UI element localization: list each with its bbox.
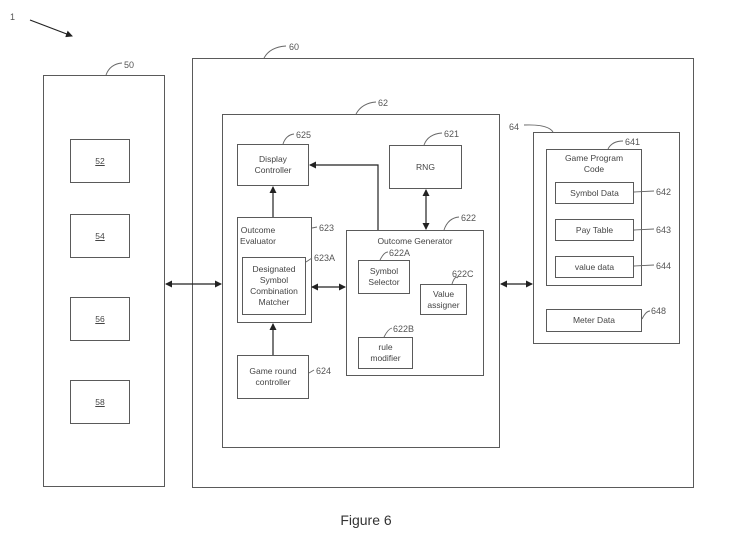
leader-64: [523, 124, 554, 133]
leader-642: [633, 190, 655, 193]
game-round-controller-label: Game round controller: [249, 366, 297, 387]
leader-641: [607, 140, 624, 150]
display-controller-label: Display Controller: [254, 154, 292, 175]
processor-ref: 62: [378, 98, 389, 108]
item-58-label: 58: [95, 396, 105, 407]
pay-table-label: Pay Table: [575, 224, 614, 235]
pay-table-ref: 643: [656, 225, 672, 235]
leader-625: [282, 133, 295, 145]
game-round-controller-ref: 624: [316, 366, 332, 376]
outcome-evaluator-ref: 623: [319, 223, 335, 233]
left-unit-item-56: 56: [70, 297, 130, 341]
matcher-label: Designated Symbol Combination Matcher: [250, 264, 298, 307]
rule-modifier-box: rule modifier: [358, 337, 413, 369]
leader-60: [263, 45, 287, 59]
left-unit-item-54: 54: [70, 214, 130, 258]
arrow-generator-to-display: [309, 161, 379, 230]
leader-622B: [383, 327, 393, 338]
leader-622: [443, 216, 460, 231]
meter-data-ref: 648: [651, 306, 667, 316]
leader-643: [633, 228, 655, 231]
symbol-data-label: Symbol Data: [570, 187, 619, 198]
value-assigner-ref: 622C: [452, 269, 474, 279]
symbol-selector-label: Symbol Selector: [368, 266, 400, 287]
leader-623: [311, 226, 318, 229]
value-data-label: value data: [574, 261, 615, 272]
symbol-combination-matcher-box: Designated Symbol Combination Matcher: [242, 257, 306, 315]
corner-pointer-arrow: [29, 19, 73, 38]
value-data-ref: 644: [656, 261, 672, 271]
outcome-evaluator-label: Outcome Evaluator: [240, 225, 276, 246]
pay-table-box: Pay Table: [555, 219, 634, 241]
meter-data-box: Meter Data: [546, 309, 642, 332]
corner-reference-label: 1: [10, 12, 16, 22]
value-assigner-label: Value assigner: [427, 288, 460, 310]
rng-label: RNG: [416, 161, 435, 172]
value-data-box: value data: [555, 256, 634, 278]
matcher-ref: 623A: [314, 253, 336, 263]
leader-624: [308, 369, 315, 374]
meter-data-label: Meter Data: [572, 315, 616, 325]
symbol-selector-box: Symbol Selector: [358, 260, 410, 294]
leader-623A: [305, 257, 313, 263]
left-unit-item-52: 52: [70, 139, 130, 183]
outcome-generator-label: Outcome Generator: [377, 236, 453, 246]
rng-box: RNG: [389, 145, 462, 189]
leader-622C: [451, 276, 459, 285]
rule-modifier-label: rule modifier: [370, 342, 401, 363]
display-controller-ref: 625: [296, 130, 312, 140]
main-unit-ref: 60: [289, 42, 300, 52]
game-round-controller-box: Game round controller: [237, 355, 309, 399]
display-controller-box: Display Controller: [237, 144, 309, 186]
left-unit-ref: 50: [124, 60, 135, 70]
leader-622A: [379, 251, 389, 261]
game-program-code-label: Game Program Code: [564, 153, 624, 174]
symbol-data-ref: 642: [656, 187, 672, 197]
left-unit-item-58: 58: [70, 380, 130, 424]
value-assigner-box: Value assigner: [420, 284, 467, 315]
symbol-selector-ref: 622A: [389, 248, 411, 258]
leader-644: [633, 264, 655, 267]
item-52-label: 52: [95, 155, 105, 166]
rule-modifier-ref: 622B: [393, 324, 415, 334]
figure-caption: Figure 6: [340, 512, 392, 528]
leader-648: [641, 310, 651, 320]
leader-621: [423, 132, 443, 146]
game-program-code-ref: 641: [625, 137, 641, 147]
item-54-label: 54: [95, 230, 105, 241]
leader-62: [355, 101, 377, 115]
leader-50: [105, 62, 123, 76]
rng-ref: 621: [444, 129, 460, 139]
outcome-generator-ref: 622: [461, 213, 477, 223]
memory-ref: 64: [509, 122, 520, 132]
symbol-data-box: Symbol Data: [555, 182, 634, 204]
item-56-label: 56: [95, 313, 105, 324]
